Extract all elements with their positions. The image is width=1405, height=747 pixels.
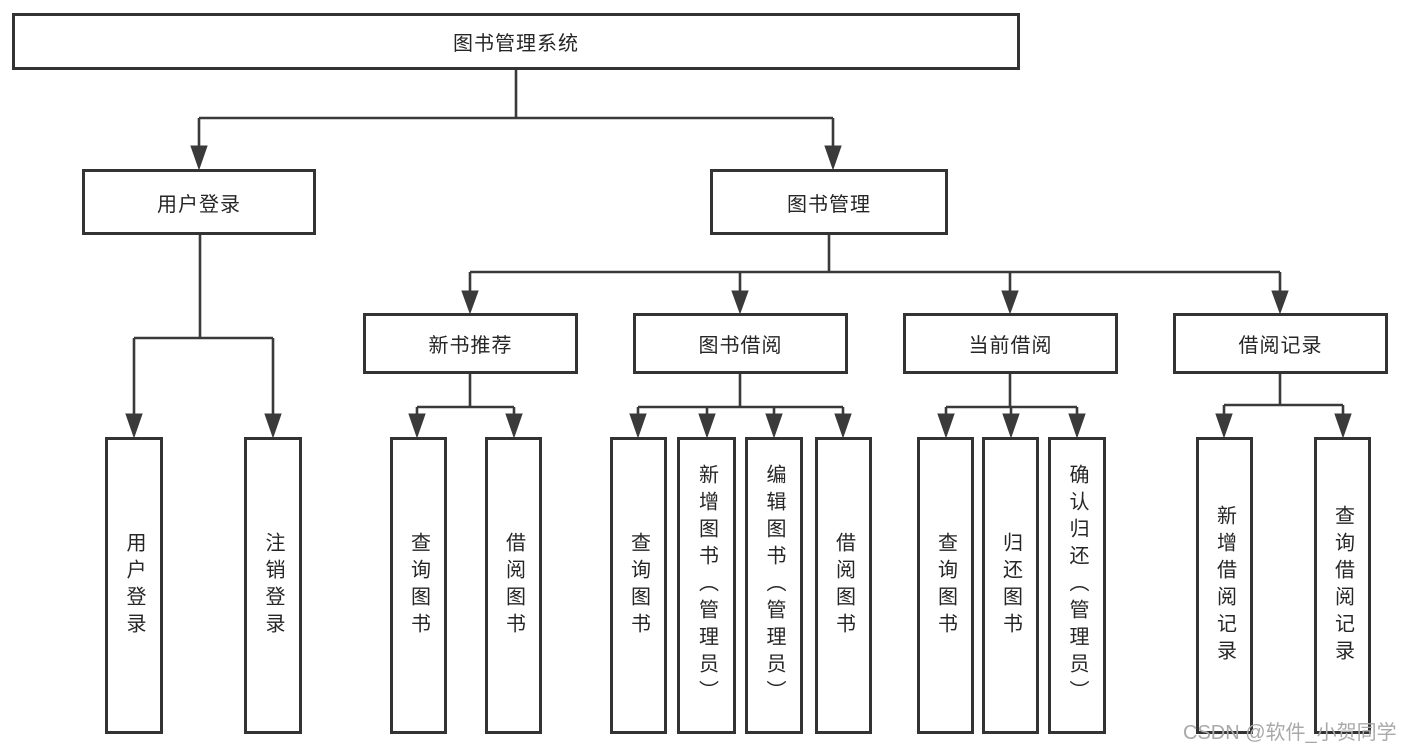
- arrowhead: [1068, 413, 1086, 439]
- arrowhead: [408, 413, 426, 439]
- arrowhead: [1002, 413, 1020, 439]
- node-label: 用户登录: [123, 531, 145, 640]
- csdn-watermark: CSDN @软件_小贺同学: [1183, 722, 1397, 744]
- leaf-query-books: 查询图书: [390, 437, 447, 734]
- node-label: 借阅记录: [1238, 335, 1323, 357]
- arrowhead: [1334, 413, 1352, 439]
- node-label: 确认归还（管理员）: [1066, 464, 1088, 707]
- node-label: 借阅图书: [832, 531, 855, 640]
- arrowhead: [1001, 290, 1019, 315]
- node-label: 查询图书: [627, 531, 650, 640]
- arrowhead: [264, 413, 282, 439]
- arrowhead: [1271, 290, 1289, 315]
- arrowhead: [125, 413, 143, 439]
- arrowhead: [824, 145, 842, 171]
- node-label: 归还图书: [999, 531, 1022, 640]
- node-label: 图书管理系统: [453, 33, 579, 55]
- node-book-management: 图书管理: [710, 169, 948, 235]
- node-label: 注销登录: [262, 531, 284, 640]
- leaf-add-borrow-record: 新增借阅记录: [1196, 437, 1253, 734]
- leaf-edit-books-admin: 编辑图书（管理员）: [745, 437, 803, 734]
- arrowhead: [937, 413, 955, 439]
- node-borrowing-records: 借阅记录: [1173, 313, 1388, 374]
- node-user-login: 用户登录: [82, 169, 316, 235]
- node-label: 查询图书: [934, 531, 957, 640]
- leaf-query-books: 查询图书: [610, 437, 667, 734]
- arrowhead: [190, 145, 208, 171]
- arrowhead: [765, 413, 783, 439]
- leaf-return-books: 归还图书: [982, 437, 1039, 734]
- node-book-management-system: 图书管理系统: [12, 13, 1020, 70]
- node-label: 当前借阅: [968, 335, 1053, 357]
- node-new-book-recommend: 新书推荐: [363, 313, 578, 374]
- node-current-borrowing: 当前借阅: [903, 313, 1118, 374]
- node-label: 借阅图书: [502, 531, 525, 640]
- arrowhead: [834, 413, 852, 439]
- arrowhead: [629, 413, 647, 439]
- node-label: 图书管理: [787, 193, 871, 216]
- leaf-add-books-admin: 新增图书（管理员）: [677, 437, 736, 734]
- node-label: 新增借阅记录: [1213, 504, 1236, 667]
- node-label: 新增图书（管理员）: [695, 464, 718, 707]
- leaf-query-books: 查询图书: [917, 437, 974, 734]
- node-label: 查询借阅记录: [1331, 504, 1354, 667]
- arrowhead: [698, 413, 716, 439]
- leaf-borrow-books: 借阅图书: [815, 437, 872, 734]
- leaf-borrow-books: 借阅图书: [485, 437, 542, 734]
- arrowhead: [505, 413, 523, 439]
- leaf-query-borrow-record: 查询借阅记录: [1314, 437, 1371, 734]
- node-book-borrowing: 图书借阅: [633, 313, 848, 374]
- arrowhead: [1215, 413, 1233, 439]
- leaf-confirm-return-admin: 确认归还（管理员）: [1048, 437, 1106, 734]
- node-label: 查询图书: [407, 531, 430, 640]
- arrowhead: [461, 290, 479, 315]
- leaf-logout: 注销登录: [244, 437, 302, 734]
- arrowhead: [731, 290, 749, 315]
- leaf-user-login: 用户登录: [105, 437, 163, 734]
- node-label: 图书借阅: [698, 335, 783, 357]
- node-label: 编辑图书（管理员）: [763, 464, 785, 707]
- node-label: 用户登录: [157, 193, 241, 216]
- node-label: 新书推荐: [428, 335, 513, 357]
